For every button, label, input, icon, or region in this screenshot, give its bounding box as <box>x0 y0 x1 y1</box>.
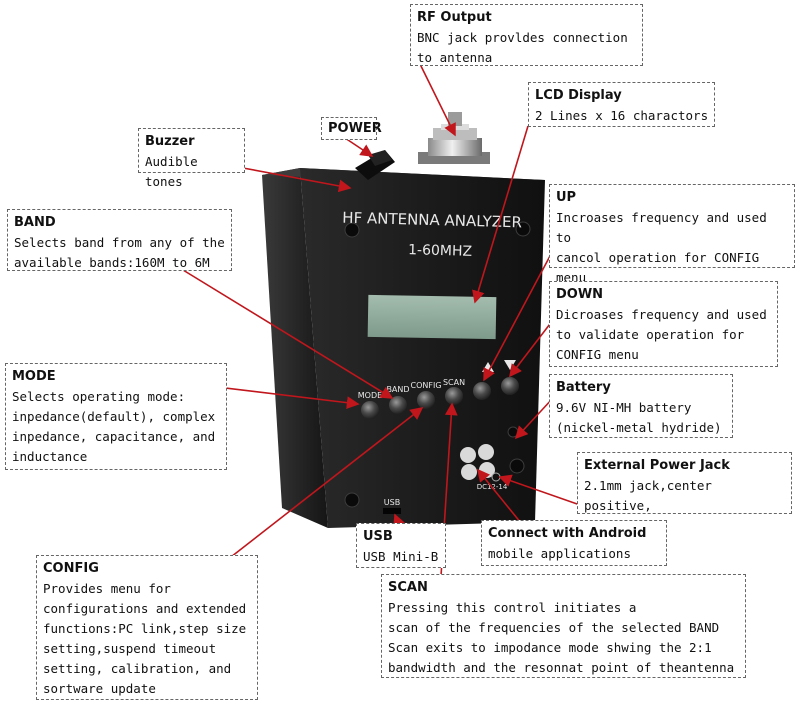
callout-scan: SCAN Pressing this control initiates a s… <box>381 574 746 678</box>
callout-title: UP <box>556 190 577 205</box>
device-front-face <box>300 168 545 528</box>
callout-description: Incroases frequency and used to cancol o… <box>556 210 767 285</box>
callout-title: MODE <box>12 369 56 384</box>
callout-title: CONFIG <box>43 561 99 576</box>
usb-port-icon <box>383 508 401 514</box>
callout-description: Selects operating mode: inpedance(defaul… <box>12 389 216 464</box>
device-side-face <box>262 168 328 528</box>
device-range-text: 1-60MHZ <box>408 242 472 260</box>
callout-description: 2 Lines x 16 charactors <box>535 108 709 123</box>
screw-icons <box>344 221 531 508</box>
callout-description: Provides menu for configurations and ext… <box>43 581 247 696</box>
scan-button[interactable] <box>445 387 463 405</box>
callout-power: POWER <box>321 117 382 140</box>
callout-title: RF Output <box>417 10 492 25</box>
callout-rf-output: RF Output BNC jack provldes connection t… <box>410 4 643 66</box>
callout-mode: MODE Selects operating mode: inpedance(d… <box>5 363 227 470</box>
config-button[interactable] <box>417 391 435 409</box>
usb-port-label: USB <box>384 498 400 507</box>
callout-config: CONFIG Provides menu for configurations … <box>36 555 258 700</box>
callout-description: BNC jack provldes connection to antenna <box>417 30 628 65</box>
callout-usb: USB USB Mini-B <box>356 523 446 568</box>
bnc-connector-icon <box>418 112 490 164</box>
callout-description: Audible tones <box>145 154 198 189</box>
up-button[interactable] <box>473 382 491 400</box>
callout-down: DOWN Dicroases frequency and used to val… <box>549 281 778 367</box>
callout-title: BAND <box>14 215 56 230</box>
leader-arrows <box>141 63 581 593</box>
callout-description: Selects band from any of the available b… <box>14 235 225 270</box>
callout-title: Battery <box>556 380 611 395</box>
band-button[interactable] <box>389 396 407 414</box>
config-button-label: CONFIG <box>410 381 441 390</box>
callout-title: Connect with Android <box>488 526 647 541</box>
callout-title: Buzzer <box>145 134 195 149</box>
callout-lcd-display: LCD Display 2 Lines x 16 charactors <box>528 82 715 127</box>
dc-jack-icon <box>491 472 501 482</box>
callout-description: mobile applications <box>488 546 631 561</box>
mode-button[interactable] <box>361 401 379 419</box>
lcd-screen <box>367 294 497 340</box>
callout-android: Connect with Android mobile applications <box>481 520 667 566</box>
callout-battery: Battery 9.6V NI-MH battery (nickel-metal… <box>549 374 733 438</box>
callout-description: Pressing this control initiates a scan o… <box>388 600 735 675</box>
callout-buzzer: Buzzer Audible tones <box>138 128 245 189</box>
callout-title: POWER <box>328 121 382 136</box>
callout-band: BAND Selects band from any of the availa… <box>7 209 232 271</box>
callout-title: LCD Display <box>535 88 622 103</box>
callout-up: UP Incroases frequency and used to canco… <box>549 184 795 285</box>
callout-title: USB <box>363 529 393 544</box>
callout-description: 9.6V NI-MH battery (nickel-metal hydride… <box>556 400 722 435</box>
callout-description: Dicroases frequency and used to validate… <box>556 307 767 362</box>
callout-title: External Power Jack <box>584 458 730 473</box>
power-switch-icon[interactable] <box>355 150 395 180</box>
callout-external-power-jack: External Power Jack 2.1mm jack,center po… <box>577 452 792 533</box>
scan-button-label: SCAN <box>443 378 465 387</box>
callout-description: USB Mini-B <box>363 549 439 564</box>
mode-button-label: MODE <box>358 391 382 400</box>
callout-title: DOWN <box>556 287 604 302</box>
down-button[interactable] <box>501 377 519 395</box>
device-title-text: HF ANTENNA ANALYZER <box>342 209 522 232</box>
band-button-label: BAND <box>386 385 409 394</box>
callout-title: SCAN <box>388 580 428 595</box>
